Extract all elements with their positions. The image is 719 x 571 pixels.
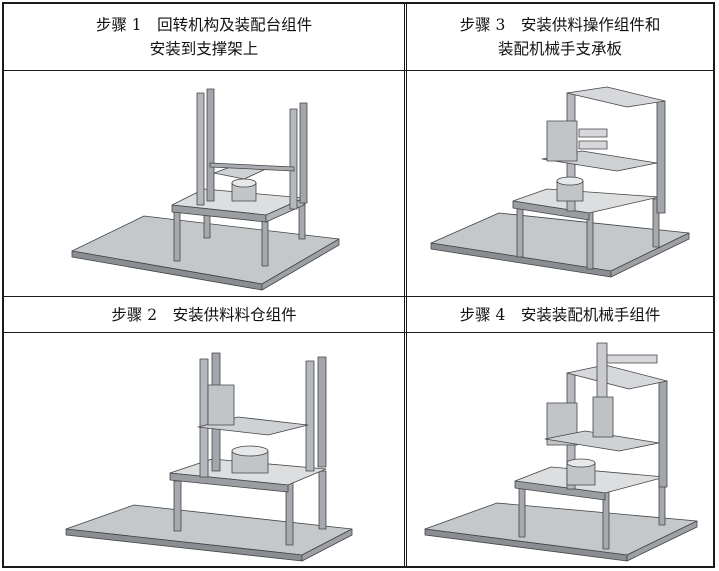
step-2-caption: 步骤 2 安装供料料仓组件 [4, 297, 404, 332]
row-divider [4, 70, 713, 71]
step-4-caption-line1: 步骤 4 安装装配机械手组件 [459, 305, 661, 324]
step-1-illustration [4, 71, 404, 296]
step-3-illustration [407, 71, 713, 296]
step-3-caption-line2: 装配机械手支承板 [497, 40, 622, 58]
row-divider [4, 332, 713, 333]
step-1-assembly-drawing [71, 88, 340, 291]
step-2-illustration [4, 333, 404, 568]
step-4-assembly-drawing [424, 342, 698, 562]
step-1-caption: 步骤 1 回转机构及装配台组件 安装到支撑架上 [4, 4, 404, 70]
step-1-caption-line1: 步骤 1 回转机构及装配台组件 [95, 16, 313, 34]
step-2-assembly-drawing [65, 352, 353, 562]
step-4-illustration [407, 333, 713, 568]
step-2-caption-line1: 步骤 2 安装供料料仓组件 [111, 305, 297, 324]
step-1-caption-line2: 安装到支撑架上 [149, 40, 259, 58]
row-divider [4, 296, 713, 297]
step-4-caption: 步骤 4 安装装配机械手组件 [407, 297, 713, 332]
step-3-caption-line1: 步骤 3 安装供料操作组件和 [459, 16, 661, 34]
column-divider [404, 4, 407, 566]
step-3-assembly-drawing [430, 86, 690, 278]
step-3-caption: 步骤 3 安装供料操作组件和 装配机械手支承板 [407, 4, 713, 70]
